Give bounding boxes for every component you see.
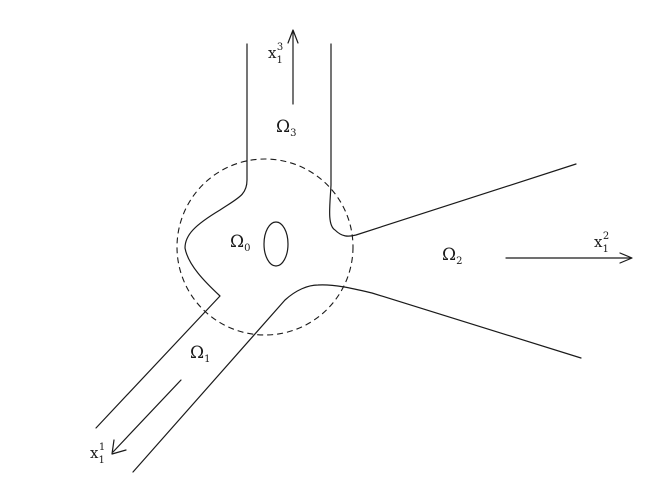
left-boundary-line [95, 43, 248, 429]
axis-arrow-x13-head [287, 29, 299, 44]
axis-arrow-x11-shaft [112, 379, 182, 453]
label-omega0: Ω0 [230, 232, 250, 254]
axis-label-x11: x11 [90, 442, 105, 466]
axis-label-x13: x13 [268, 42, 283, 66]
lower-boundary-line [132, 284, 582, 473]
junction-boundary-circle [176, 158, 354, 336]
upper-right-boundary-line [329, 43, 577, 237]
label-omega2: Ω2 [442, 245, 462, 267]
axis-label-x12: x12 [594, 231, 609, 255]
axis-arrow-x11-head [111, 439, 127, 455]
label-omega3: Ω3 [276, 117, 296, 139]
axis-arrow-x12-head [619, 252, 633, 264]
label-omega1: Ω1 [190, 343, 210, 365]
inner-obstacle [263, 221, 289, 267]
